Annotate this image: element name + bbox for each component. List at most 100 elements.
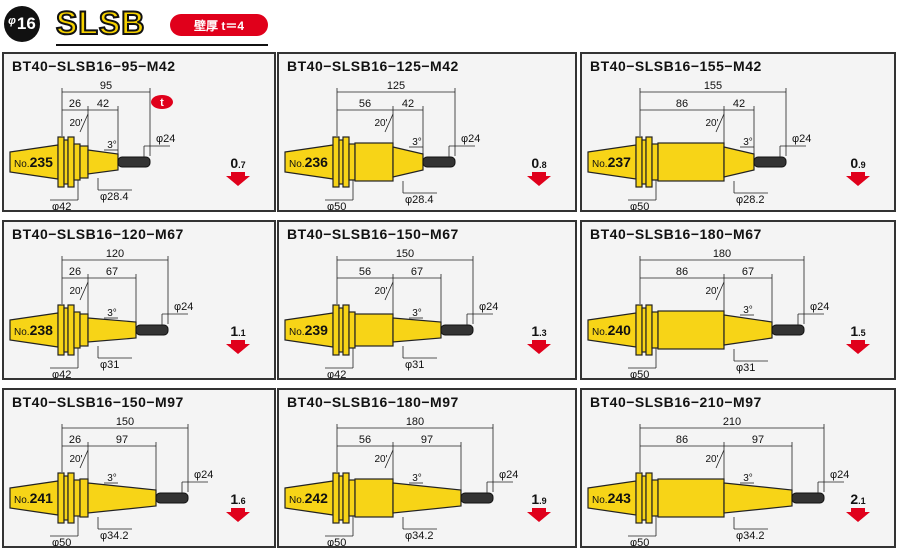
weight-down-arrow-icon bbox=[846, 340, 870, 354]
flange-groove bbox=[338, 307, 344, 353]
no-number: 237 bbox=[608, 154, 632, 170]
no-number: 238 bbox=[30, 322, 54, 338]
dim-tip-diameter: φ24 bbox=[479, 301, 498, 313]
weight-down-arrow-icon bbox=[846, 508, 870, 522]
conical-section bbox=[723, 482, 793, 514]
weight-label: 2.1 bbox=[850, 491, 865, 507]
flange-neck bbox=[348, 311, 356, 349]
angle-leader bbox=[79, 281, 89, 301]
no-prefix: No. bbox=[289, 159, 305, 170]
dim-total-length: 150 bbox=[116, 416, 134, 428]
flange-ring bbox=[645, 304, 653, 356]
straight-shank bbox=[79, 145, 89, 179]
dim-diameter-1: φ28.4 bbox=[405, 194, 434, 206]
weight-int: 1 bbox=[850, 323, 858, 339]
no-label: No.241 bbox=[14, 490, 53, 506]
dim-total-length: 180 bbox=[406, 416, 424, 428]
angle-leader bbox=[79, 113, 89, 133]
dim-diameter-2: φ50 bbox=[327, 537, 346, 546]
no-number: 235 bbox=[30, 154, 54, 170]
angle-3-label: 3° bbox=[743, 137, 753, 148]
straight-shank bbox=[79, 478, 89, 518]
model-code: BT40−SLSB16−180−M67 bbox=[590, 226, 762, 242]
no-label: No.239 bbox=[289, 322, 328, 338]
dim-tip-diameter: φ24 bbox=[156, 133, 175, 145]
flange-ring bbox=[635, 304, 643, 356]
dim-total-length: 120 bbox=[106, 248, 124, 260]
dim-a-length: 56 bbox=[359, 266, 371, 278]
model-code: BT40−SLSB16−180−M97 bbox=[287, 394, 459, 410]
no-prefix: No. bbox=[289, 495, 305, 506]
flange-groove bbox=[338, 139, 344, 185]
flange-neck bbox=[73, 311, 81, 349]
weight-int: 1 bbox=[531, 323, 539, 339]
flange-neck bbox=[73, 143, 81, 181]
tool-tip bbox=[422, 156, 456, 168]
conical-section bbox=[87, 149, 119, 175]
dim-tip-diameter: φ24 bbox=[830, 469, 849, 481]
weight-int: 1 bbox=[230, 491, 238, 507]
dim-total-length: 125 bbox=[387, 80, 405, 92]
flange-ring bbox=[67, 472, 75, 524]
dim-b-length: 97 bbox=[116, 434, 128, 446]
header-underline bbox=[56, 44, 268, 46]
weight-label: 1.1 bbox=[230, 323, 245, 339]
model-code: BT40−SLSB16−150−M67 bbox=[287, 226, 459, 242]
no-prefix: No. bbox=[592, 495, 608, 506]
dim-diameter-2: φ42 bbox=[52, 201, 71, 210]
no-prefix: No. bbox=[14, 327, 30, 338]
no-label: No.237 bbox=[592, 154, 631, 170]
angle-3-label: 3° bbox=[412, 137, 422, 148]
angle-20-label: 20' bbox=[69, 118, 82, 129]
weight-dec: .1 bbox=[858, 496, 866, 506]
weight-int: 1 bbox=[531, 491, 539, 507]
flange-ring bbox=[67, 136, 75, 188]
dim-b-length: 97 bbox=[421, 434, 433, 446]
flange-ring bbox=[342, 472, 350, 524]
flange-ring bbox=[342, 136, 350, 188]
tool-tip bbox=[117, 156, 151, 168]
no-number: 242 bbox=[305, 490, 329, 506]
straight-shank bbox=[657, 142, 725, 182]
no-number: 243 bbox=[608, 490, 632, 506]
angle-leader bbox=[384, 281, 394, 301]
flange-neck bbox=[73, 479, 81, 517]
no-number: 240 bbox=[608, 322, 632, 338]
dim-tip-diameter: φ24 bbox=[461, 133, 480, 145]
dim-b-length: 42 bbox=[733, 98, 745, 110]
no-label: No.243 bbox=[592, 490, 631, 506]
weight-down-arrow-icon bbox=[226, 172, 250, 186]
conical-section bbox=[392, 146, 424, 178]
weight-dec: .3 bbox=[539, 328, 547, 338]
straight-shank bbox=[354, 478, 394, 518]
no-number: 241 bbox=[30, 490, 54, 506]
weight-label: 1.5 bbox=[850, 323, 865, 339]
straight-shank bbox=[79, 313, 89, 347]
weight-int: 2 bbox=[850, 491, 858, 507]
angle-20-label: 20' bbox=[705, 118, 718, 129]
flange-neck bbox=[651, 479, 659, 517]
weight-down-arrow-icon bbox=[226, 508, 250, 522]
tool-tip bbox=[753, 156, 787, 168]
t-marker-label: t bbox=[160, 97, 164, 109]
angle-20-label: 20' bbox=[705, 454, 718, 465]
weight-label: 0.7 bbox=[230, 155, 245, 171]
weight-label: 0.8 bbox=[531, 155, 546, 171]
dim-tip-diameter: φ24 bbox=[810, 301, 829, 313]
flange-ring bbox=[332, 136, 340, 188]
angle-20-label: 20' bbox=[374, 286, 387, 297]
angle-3-label: 3° bbox=[107, 473, 117, 484]
dim-total-length: 210 bbox=[723, 416, 741, 428]
dim-diameter-2: φ42 bbox=[52, 369, 71, 378]
dim-total-length: 150 bbox=[396, 248, 414, 260]
